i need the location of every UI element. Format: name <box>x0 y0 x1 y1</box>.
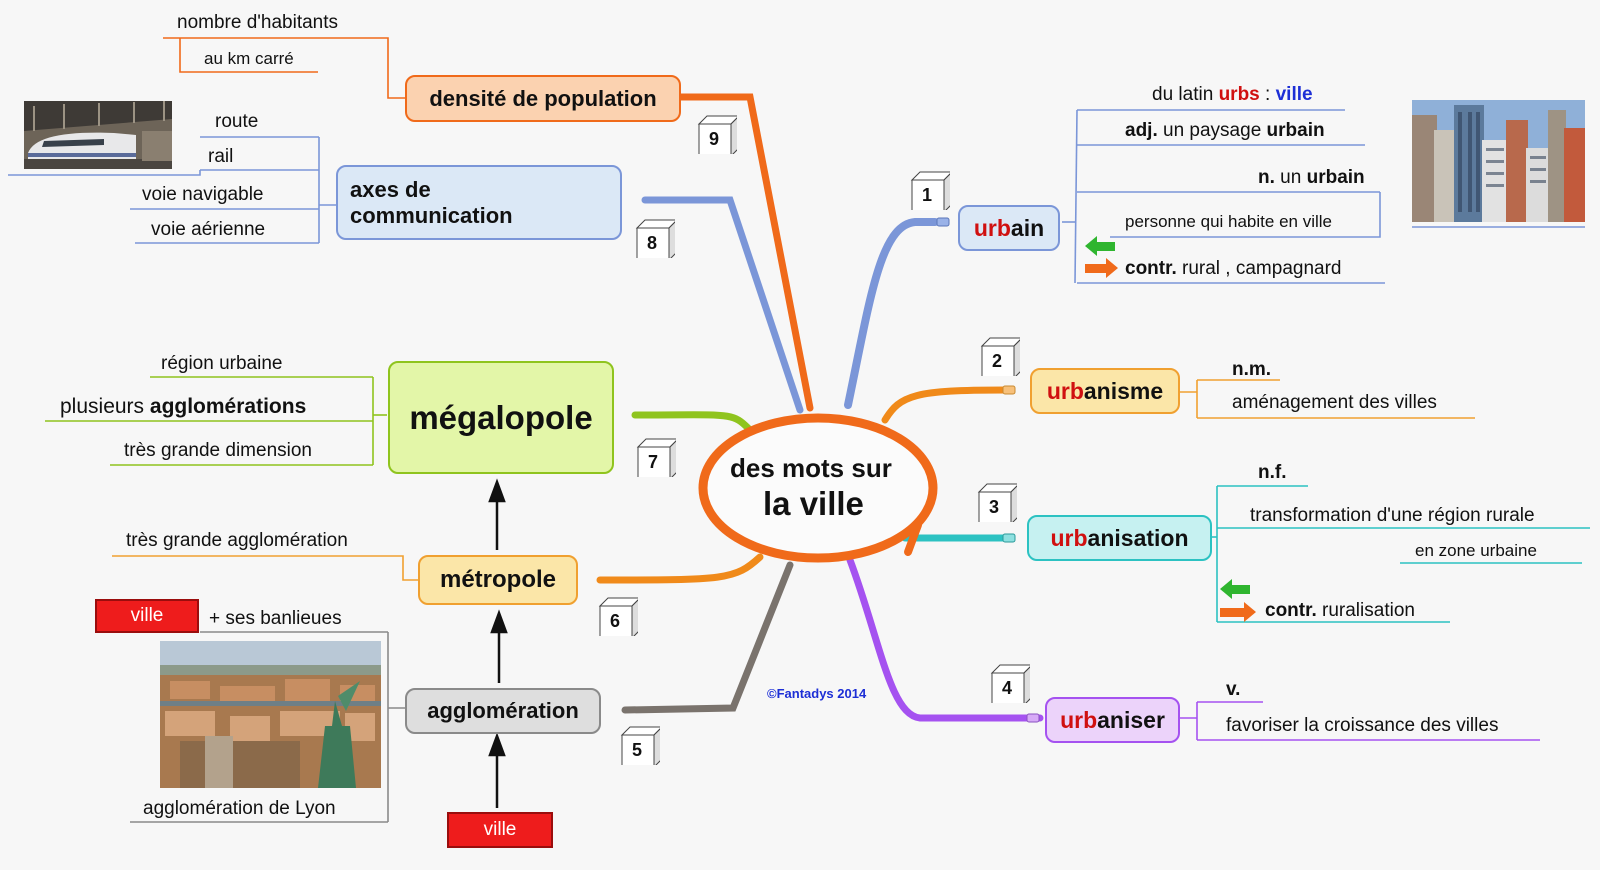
number-cube-7: 7 <box>636 437 680 481</box>
urbaniser-definition: favoriser la croissance des villes <box>1226 715 1499 736</box>
urbanisation-definition-1: transformation d'une région rurale <box>1250 505 1535 526</box>
axes-item-voie-aerienne: voie aérienne <box>151 219 266 240</box>
branch-metropole <box>596 553 764 584</box>
number-cube-9: 9 <box>697 114 741 158</box>
metropole-definition: très grande agglomération <box>126 530 348 551</box>
branch-axes <box>641 196 804 414</box>
agglomeration-photo-caption: agglomération de Lyon <box>143 798 336 819</box>
number-cube-5: 5 <box>620 725 664 769</box>
contr-arrows <box>1085 236 1256 622</box>
number-cube-3: 3 <box>977 482 1021 526</box>
node-agglomeration[interactable]: agglomération <box>405 688 601 734</box>
ville-bottom-box: ville <box>447 812 553 848</box>
branch-agglomeration <box>621 561 794 714</box>
urbanisation-gender: n.f. <box>1258 462 1287 483</box>
urbain-contr-line: contr. rural , campagnard <box>1125 258 1342 279</box>
train-station-photo <box>24 101 172 169</box>
branch-urbain <box>844 218 939 409</box>
node-densite-population[interactable]: densité de population <box>405 75 681 122</box>
urbain-adj-line: adj. un paysage urbain <box>1125 120 1325 141</box>
megalopole-item-3: très grande dimension <box>124 440 312 461</box>
number-cube-2: 2 <box>980 336 1024 380</box>
center-title-line2: la ville <box>763 485 864 522</box>
city-skyline-photo <box>1412 100 1585 222</box>
number-cube-8: 8 <box>635 218 679 262</box>
urbain-noun-line: n. un urbain <box>1258 167 1365 188</box>
megalopole-item-2: plusieurs agglomérations <box>60 395 307 418</box>
branch-megalopole <box>631 411 752 432</box>
urbanisation-definition-2: en zone urbaine <box>1415 541 1537 560</box>
agglomeration-banlieues: + ses banlieues <box>209 608 342 629</box>
number-cube-4: 4 <box>990 663 1034 707</box>
axes-item-route: route <box>215 111 259 132</box>
number-cube-6: 6 <box>598 596 642 640</box>
densite-item-2: au km carré <box>204 49 294 68</box>
ville-label-box: ville <box>95 599 199 633</box>
branch-densite <box>676 93 814 412</box>
node-axes-communication[interactable]: axes de communication <box>336 165 622 240</box>
urbain-noun-definition: personne qui habite en ville <box>1125 212 1332 231</box>
densite-item-1: nombre d'habitants <box>177 12 339 33</box>
urbanisme-definition: aménagement des villes <box>1232 392 1437 413</box>
urbanisme-gender: n.m. <box>1232 359 1272 380</box>
number-cube-1: 1 <box>910 170 954 214</box>
urbain-latin-line: du latin urbs : ville <box>1152 84 1313 105</box>
branch-urbaniser <box>846 556 1044 722</box>
node-megalopole[interactable]: mégalopole <box>388 361 614 474</box>
urbaniser-type: v. <box>1226 679 1241 700</box>
branch-urbanisme <box>881 386 1009 424</box>
center-title-line1: des mots sur <box>730 453 892 483</box>
node-metropole[interactable]: métropole <box>418 555 578 605</box>
axes-item-rail: rail <box>208 146 234 167</box>
axes-item-voie-navigable: voie navigable <box>142 184 264 205</box>
megalopole-item-1: région urbaine <box>161 353 283 374</box>
urbanisation-contr-line: contr. ruralisation <box>1265 600 1415 621</box>
lyon-aerial-photo <box>160 641 381 788</box>
copyright-credit: ©Fantadys 2014 <box>767 686 867 701</box>
center-ellipse <box>698 413 938 563</box>
